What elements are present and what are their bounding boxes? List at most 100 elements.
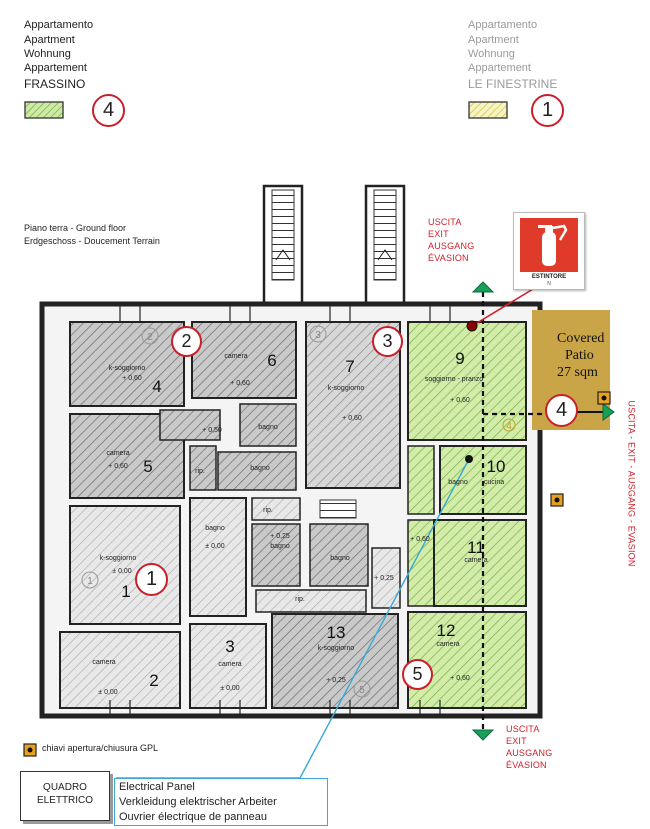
extinguisher-pointer: [471, 285, 539, 327]
legend-right-swatch: [468, 101, 508, 119]
plate-5-number: 5: [359, 685, 365, 696]
electrical-panel-line-1: Electrical Panel: [119, 781, 195, 793]
bagno-c: [239, 403, 297, 447]
exit-top-line-2: EXIT: [428, 229, 449, 239]
room-11-level: + 0,60: [410, 536, 430, 543]
room-2: [59, 631, 181, 709]
rip-2-label: rip.: [263, 507, 273, 514]
exit-bottom-line-1: USCITA: [506, 724, 540, 734]
legend-left-line-2: Apartment: [24, 34, 75, 46]
room-9-name: soggiorno - pranzo: [425, 376, 483, 383]
room-13: [271, 613, 399, 709]
bagno-e: [309, 523, 369, 587]
patio-label-line-2: Patio: [565, 348, 594, 363]
exit-arrow-right: [602, 403, 615, 421]
plate-1-number: 1: [87, 576, 93, 587]
bagno-a-level: ± 0,00: [205, 543, 225, 550]
bagno-b-name: bagno: [270, 543, 290, 550]
room-12-name: camera: [436, 641, 459, 648]
gpl-marker-legend: [23, 743, 37, 757]
bagno-e-name: bagno: [330, 555, 350, 562]
patio-label-line-1: Covered: [557, 331, 605, 346]
room-3: [189, 623, 267, 709]
rip-3: [255, 589, 367, 613]
marker-apartment-5: 5: [402, 659, 433, 690]
room-5-level: + 0,60: [108, 463, 128, 470]
room-13-level: + 0,25: [326, 677, 346, 684]
room-3-number: 3: [225, 637, 234, 656]
room-5-number: 5: [143, 457, 152, 476]
room-10-name: cucina: [484, 479, 504, 486]
room-9-level: + 0,60: [450, 397, 470, 404]
legend-left-number-badge: 4: [92, 94, 125, 127]
exit-bottom-line-2: EXIT: [506, 736, 527, 746]
marker-apartment-4: 4: [545, 394, 578, 427]
room-4-name: k-soggiorno: [109, 365, 146, 372]
electrical-panel-line-2: Verkleidung elektrischer Arbeiter: [119, 796, 277, 808]
legend-right-line-1: Appartamento: [468, 19, 538, 31]
legend-right-apartment-name: LE FINESTRINE: [468, 77, 558, 91]
room-11-number: 11: [467, 538, 485, 557]
rip-3-label: rip.: [295, 596, 305, 603]
rip-1: [189, 445, 217, 491]
room-4-number: 4: [152, 377, 161, 396]
bagno-a: [189, 497, 247, 617]
legend-left-swatch: [24, 101, 64, 119]
room-9: [407, 321, 527, 441]
room-11: [433, 519, 527, 607]
stair-tower-right: [364, 184, 406, 308]
exit-top-line-4: ÉVASION: [428, 253, 469, 263]
room-1: [69, 505, 181, 625]
bagno-d-name: bagno: [250, 465, 270, 472]
room-7-number: 7: [345, 357, 354, 376]
electrical-panel-box-line-2: ELETTRICO: [36, 795, 94, 806]
room-2-name: camera: [92, 659, 115, 666]
marker-apartment-2: 2: [171, 326, 202, 357]
rip-1-label: rip.: [195, 468, 205, 475]
exit-bottom-line-4: ÉVASION: [506, 760, 547, 770]
room-6: [191, 321, 297, 399]
electrical-panel-line-3: Ouvrier électrique de panneau: [119, 811, 267, 823]
extinguisher-sign: ESTINTORE N: [513, 212, 585, 290]
bagno-a-name: bagno: [205, 525, 225, 532]
exit-bottom-line-3: AUSGANG: [506, 748, 553, 758]
room-2-number: 2: [149, 671, 158, 690]
room-13-name: k-soggiorno: [318, 645, 355, 652]
exit-top-line-1: USCITA: [428, 217, 462, 227]
internal-stairs: [319, 499, 357, 519]
legend-left-line-3: Wohnung: [24, 48, 71, 60]
legend-right-line-4: Appartement: [468, 62, 531, 74]
floor-label-line-1: Piano terra - Ground floor: [24, 223, 127, 233]
exit-arrow-up: [471, 281, 495, 293]
extinguisher-icon: [538, 224, 568, 266]
stair-tower-left: [262, 184, 304, 308]
plate-2-number: 2: [147, 332, 153, 343]
room-13-number: 13: [327, 623, 346, 642]
room-1-level: ± 0,00: [112, 568, 132, 575]
panel-location-dot: [465, 455, 473, 463]
gpl-marker-1: [597, 391, 611, 405]
legend-right-line-3: Wohnung: [468, 48, 515, 60]
room-4: [69, 321, 185, 407]
marker-apartment-1: 1: [135, 563, 168, 596]
room-2-level: ± 0,00: [98, 689, 118, 696]
room-5-name: camera: [106, 450, 129, 457]
corridor-050: [159, 409, 221, 441]
extinguisher-sign-red: [520, 218, 578, 272]
room-11-name: camera: [464, 557, 487, 564]
room-10-bagno-name: bagno: [448, 479, 468, 486]
floor-label-line-2: Erdgeschoss - Doucement Terrain: [24, 236, 160, 246]
corridor-025-level: + 0,25: [374, 575, 394, 582]
room-10-number: 10: [487, 457, 506, 476]
electrical-panel-box: QUADRO ELETTRICO: [20, 771, 110, 821]
extinguisher-sign-label: ESTINTORE: [531, 274, 567, 280]
bagno-c-name: bagno: [258, 424, 278, 431]
marker-apartment-3: 3: [372, 326, 403, 357]
extinguisher-dot: [466, 320, 478, 332]
plate-3-number: 3: [315, 330, 321, 341]
room-1-number: 1: [121, 582, 130, 601]
legend-right-number-badge: 1: [531, 94, 564, 127]
room-3-name: camera: [218, 661, 241, 668]
room-12-level: + 0,60: [450, 675, 470, 682]
bagno-b-level: + 0,25: [270, 533, 290, 540]
